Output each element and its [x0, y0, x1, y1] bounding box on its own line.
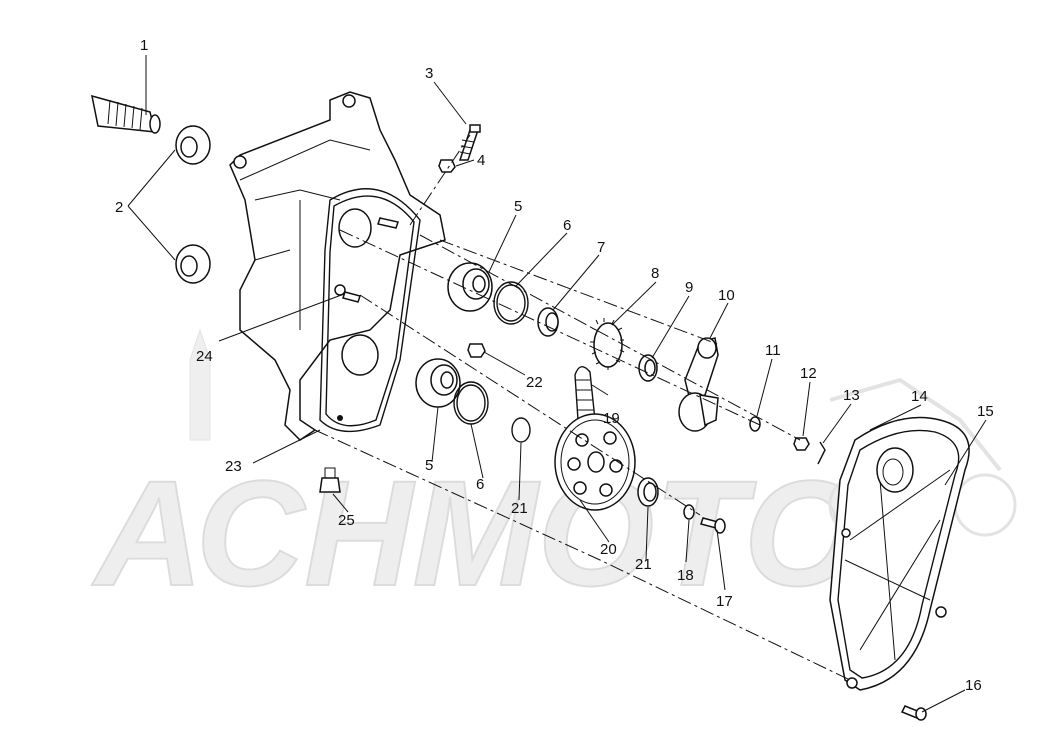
lock-washer [749, 416, 761, 432]
label-19: 19 [603, 410, 620, 427]
chain-tensioner [678, 337, 719, 432]
snap-ring-upper [493, 281, 529, 325]
label-9: 9 [685, 279, 693, 296]
bolt-washer [683, 504, 695, 520]
label-5-lower: 5 [425, 457, 433, 474]
jam-nut [438, 159, 456, 173]
thrust-washer-right [637, 477, 659, 507]
adjuster-bolt [458, 124, 481, 161]
part-labels: 1 2 3 4 5 5 6 6 7 8 9 10 11 12 13 14 15 … [115, 37, 994, 694]
label-4: 4 [477, 152, 485, 169]
chaincase-gasket [319, 188, 421, 433]
label-1: 1 [140, 37, 148, 54]
chaincase-cover [829, 416, 970, 691]
thrust-washer-left [511, 417, 531, 443]
label-20: 20 [600, 541, 617, 558]
label-22: 22 [526, 374, 543, 391]
label-6-upper: 6 [563, 217, 571, 234]
watermark-text: АСНМОТО [91, 449, 860, 617]
label-15: 15 [977, 403, 994, 420]
spacer [537, 307, 559, 337]
snap-ring-lower [453, 381, 489, 425]
bearing-lower [415, 358, 461, 408]
label-3: 3 [425, 65, 433, 82]
label-2: 2 [115, 199, 123, 216]
drain-plug [319, 467, 341, 493]
tensioner-nut [793, 437, 810, 451]
label-25: 25 [338, 512, 355, 529]
label-11: 11 [765, 342, 781, 359]
label-7: 7 [597, 239, 605, 256]
watermark: АСНМОТО [90, 328, 1017, 618]
label-10: 10 [718, 287, 735, 304]
label-16: 16 [965, 677, 982, 694]
cotter-pin [817, 441, 826, 465]
lower-gear [554, 413, 636, 511]
label-12: 12 [800, 365, 817, 382]
cover-bolt [900, 705, 927, 721]
label-21-right: 21 [635, 556, 652, 573]
chaincase-housing [229, 91, 446, 441]
label-14: 14 [911, 388, 928, 405]
assembly-axes [314, 134, 851, 681]
oil-seal-upper [175, 125, 211, 165]
upper-sprocket [590, 318, 625, 370]
gear-bolt [700, 517, 726, 534]
label-6-lower: 6 [476, 476, 484, 493]
output-shaft [91, 94, 161, 134]
leader-lines [127, 55, 987, 713]
label-13: 13 [843, 387, 860, 404]
label-21-left: 21 [511, 500, 528, 517]
nut-22 [467, 343, 486, 358]
label-5-upper: 5 [514, 198, 522, 215]
label-18: 18 [677, 567, 694, 584]
dowel-pins [342, 217, 399, 303]
label-8: 8 [651, 265, 659, 282]
washer [638, 354, 658, 382]
label-17: 17 [716, 593, 733, 610]
label-24: 24 [196, 348, 213, 365]
label-23: 23 [225, 458, 242, 475]
oil-seal-lower [175, 244, 211, 284]
bearing-upper [447, 262, 493, 312]
